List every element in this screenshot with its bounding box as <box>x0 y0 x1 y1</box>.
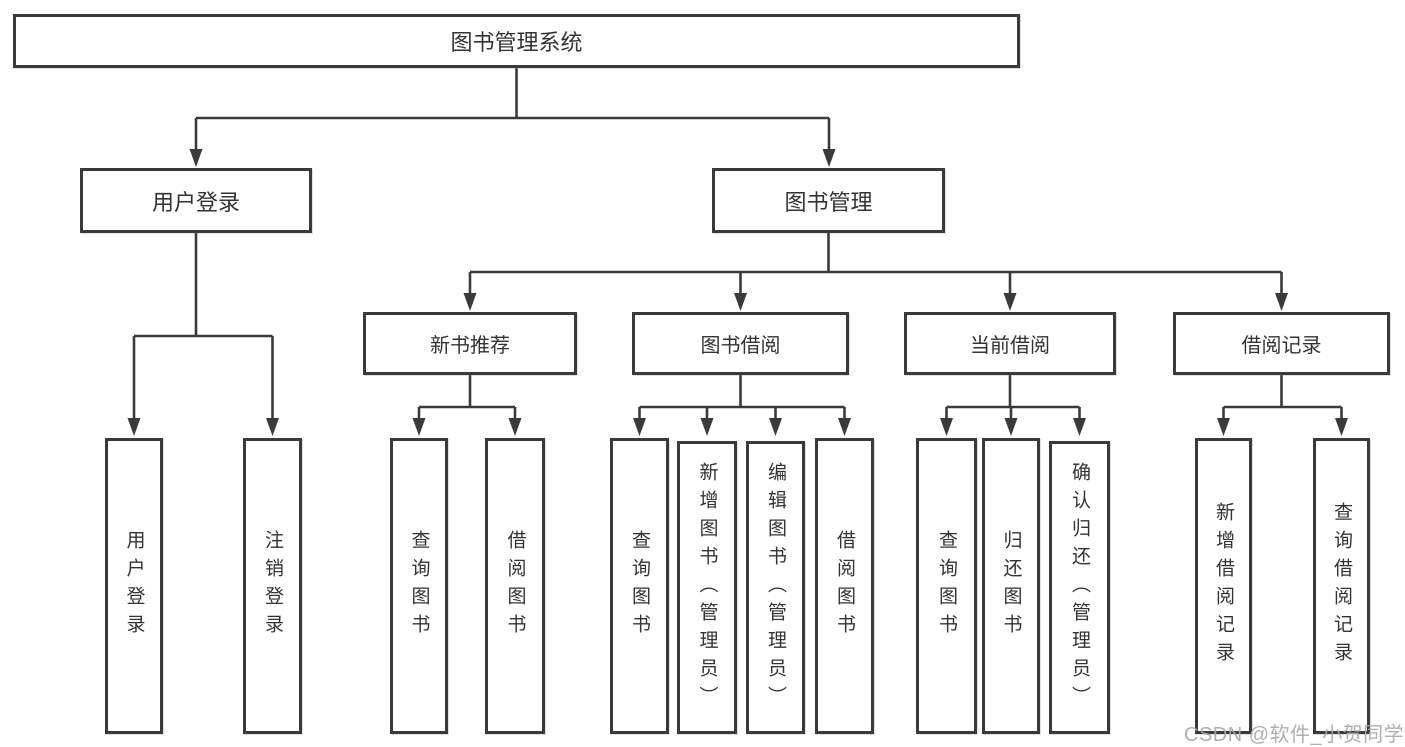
leaf-bb-add-books-admin-label: 新增图书（管理员） <box>696 461 718 714</box>
node-book-borrow: 图书借阅 <box>632 312 849 375</box>
arrow-down-icon <box>1073 418 1086 436</box>
arrow-down-icon <box>734 293 747 311</box>
arrow-down-icon <box>1335 418 1348 436</box>
arrow-down-icon <box>838 418 851 436</box>
node-book-borrow-label: 图书借阅 <box>700 335 781 357</box>
node-user-login: 用户登录 <box>80 168 312 233</box>
leaf-bb-query-books-label: 查询图书 <box>629 530 650 642</box>
leaf-cb-query-books: 查询图书 <box>916 438 977 734</box>
node-book-management: 图书管理 <box>712 168 945 233</box>
leaf-nbr-query-books-label: 查询图书 <box>408 530 430 642</box>
arrow-down-icon <box>769 418 782 436</box>
leaf-nbr-borrow-books: 借阅图书 <box>485 438 545 734</box>
leaf-logout-label: 注销登录 <box>262 530 283 642</box>
leaf-cb-query-books-label: 查询图书 <box>936 530 957 642</box>
arrow-down-icon <box>412 418 426 436</box>
node-current-borrow: 当前借阅 <box>904 312 1116 375</box>
arrow-down-icon <box>189 149 203 167</box>
leaf-bb-borrow-books-label: 借阅图书 <box>834 530 855 642</box>
leaf-bb-edit-books-admin: 编辑图书（管理员） <box>746 441 805 734</box>
arrowheads <box>127 149 1348 436</box>
leaf-bb-query-books: 查询图书 <box>610 438 669 734</box>
arrow-down-icon <box>1217 418 1230 436</box>
connector-group <box>132 68 1343 419</box>
leaf-br-query-record: 查询借阅记录 <box>1313 438 1370 734</box>
node-root-label: 图书管理系统 <box>450 30 583 55</box>
leaf-nbr-query-books: 查询图书 <box>390 438 448 734</box>
leaf-user-login-label: 用户登录 <box>123 530 145 642</box>
node-root-system: 图书管理系统 <box>13 14 1020 68</box>
node-current-borrow-label: 当前借阅 <box>970 335 1050 357</box>
watermark: CSDN @软件_小贺同学 <box>1184 724 1405 746</box>
leaf-br-query-record-label: 查询借阅记录 <box>1331 502 1352 670</box>
leaf-nbr-borrow-books-label: 借阅图书 <box>504 530 526 642</box>
leaf-bb-add-books-admin: 新增图书（管理员） <box>677 441 737 734</box>
arrow-down-icon <box>1275 293 1288 311</box>
arrow-down-icon <box>940 418 953 436</box>
leaf-bb-edit-books-admin-label: 编辑图书（管理员） <box>765 461 786 714</box>
leaf-bb-borrow-books: 借阅图书 <box>815 438 874 734</box>
leaf-cb-return-books-label: 归还图书 <box>1000 530 1022 642</box>
leaf-br-add-record: 新增借阅记录 <box>1195 438 1252 734</box>
node-user-login-label: 用户登录 <box>151 189 240 215</box>
node-new-book-recommend-label: 新书推荐 <box>430 335 510 357</box>
leaf-cb-return-books: 归还图书 <box>982 438 1040 734</box>
arrow-down-icon <box>463 293 477 311</box>
leaf-user-login: 用户登录 <box>105 438 163 734</box>
node-borrow-record-label: 借阅记录 <box>1241 335 1322 357</box>
arrow-down-icon <box>1004 418 1018 436</box>
arrow-down-icon <box>127 418 141 436</box>
arrow-down-icon <box>633 418 646 436</box>
node-new-book-recommend: 新书推荐 <box>363 312 577 375</box>
arrow-down-icon <box>1003 293 1017 311</box>
leaf-cb-confirm-return-admin: 确认归还（管理员） <box>1049 441 1110 734</box>
leaf-logout: 注销登录 <box>243 438 302 734</box>
arrow-down-icon <box>266 418 279 436</box>
leaf-cb-confirm-return-admin-label: 确认归还（管理员） <box>1069 461 1090 714</box>
arrow-down-icon <box>700 418 714 436</box>
node-book-management-label: 图书管理 <box>784 189 873 215</box>
node-borrow-record: 借阅记录 <box>1173 312 1390 375</box>
leaf-br-add-record-label: 新增借阅记录 <box>1213 502 1234 670</box>
arrow-down-icon <box>822 149 836 167</box>
arrow-down-icon <box>508 418 522 436</box>
